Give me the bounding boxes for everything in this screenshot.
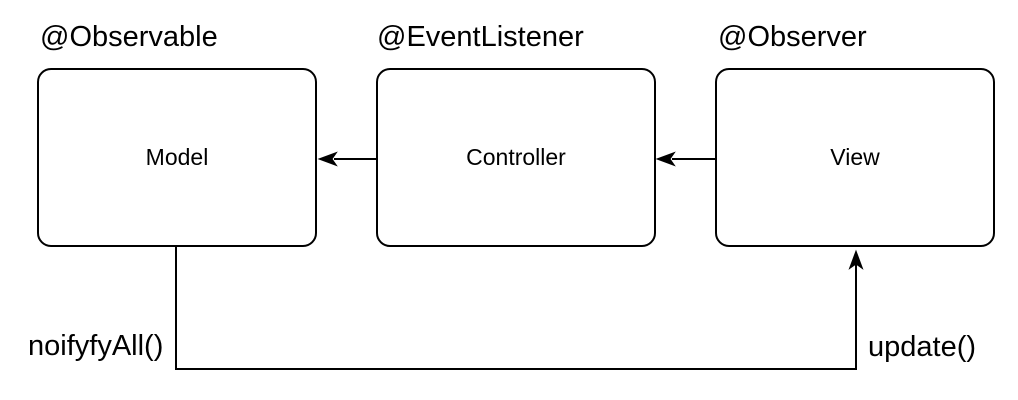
node-view-label: View: [830, 144, 880, 170]
annotation-observable: @Observable: [40, 21, 218, 53]
node-view: View: [715, 68, 995, 247]
annotation-eventlistener: @EventListener: [377, 21, 584, 53]
connector-model-to-view-head: [848, 249, 864, 270]
arrow-view-to-controller-head: [655, 151, 676, 167]
node-model-label: Model: [145, 144, 209, 170]
annotation-observer: @Observer: [718, 21, 867, 53]
arrow-controller-to-model-head: [317, 151, 338, 167]
connector-model-to-view-line: [175, 247, 857, 370]
node-model: Model: [37, 68, 317, 247]
node-controller: Controller: [376, 68, 656, 247]
edge-label-notifyall: noifyfyAll(): [28, 330, 164, 362]
edge-label-update: update(): [868, 331, 977, 363]
node-controller-label: Controller: [466, 144, 566, 170]
